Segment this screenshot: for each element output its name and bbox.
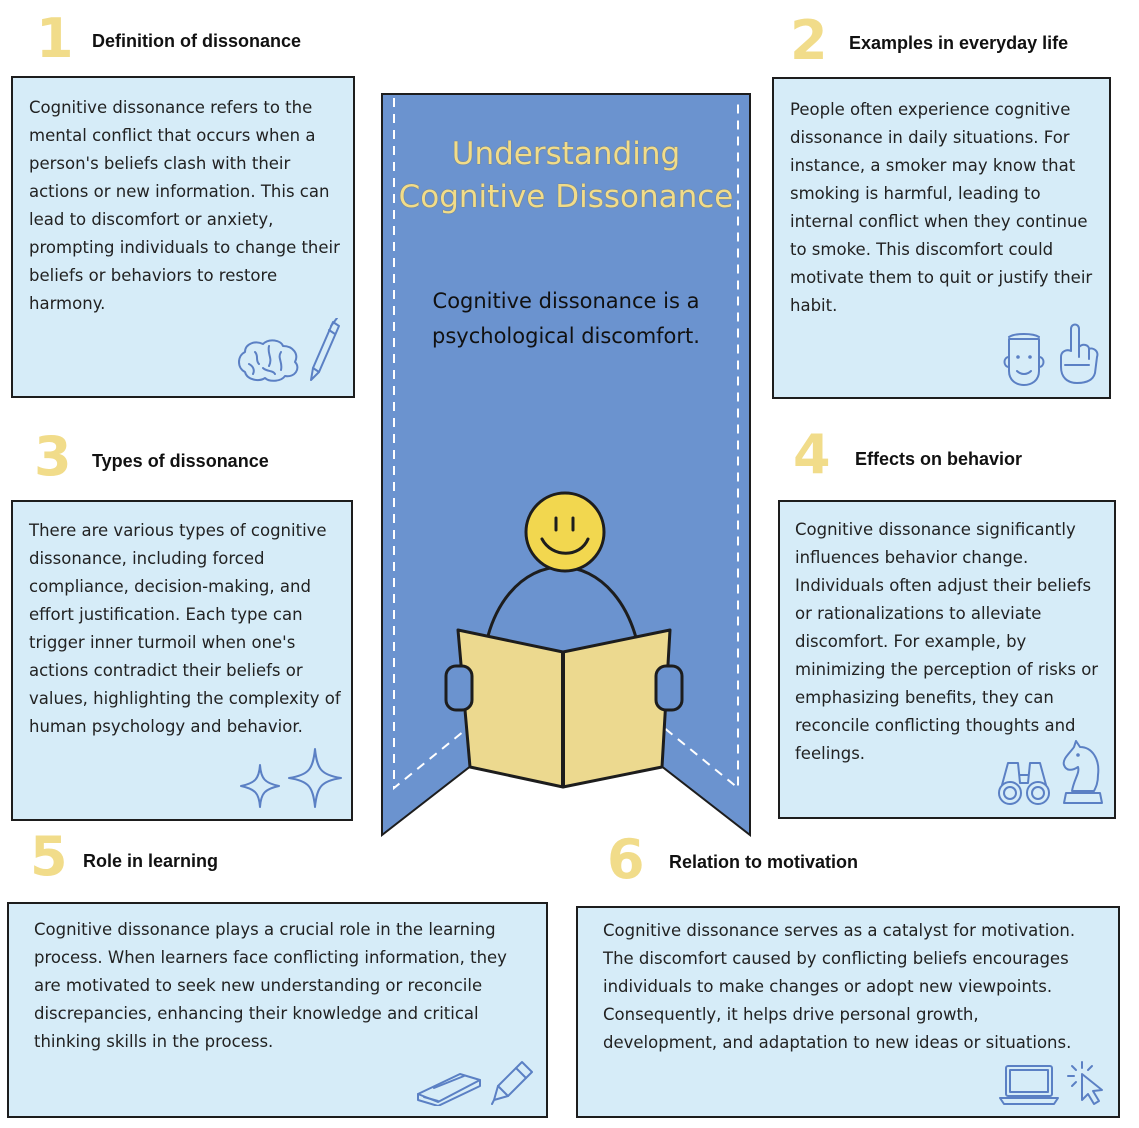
section-heading-1: Definition of dissonance [92,31,302,51]
book-icon [417,1073,481,1106]
person-reading-illustration [444,491,684,789]
face-icon [1003,333,1045,386]
section-card-3: There are various types of cognitive dis… [11,500,353,821]
section-text-1: Cognitive dissonance refers to the menta… [29,98,340,313]
banner-title-line-1: Understanding [451,136,681,172]
section-card-5: Cognitive dissonance plays a crucial rol… [7,902,548,1118]
section-icons-1 [235,318,343,384]
chess-knight-icon [1062,740,1103,804]
sparkle-icon [288,748,342,808]
foam-finger-icon [1060,323,1099,384]
section-number-3: 3 [34,425,72,488]
banner-title: Understanding Cognitive Dissonance [390,133,742,219]
section-card-4: Cognitive dissonance significantly influ… [778,500,1116,819]
section-number-4: 4 [793,423,831,486]
section-heading-3: Types of dissonance [92,451,269,471]
banner-subtitle: Cognitive dissonance is a psychological … [432,289,700,348]
binoculars-icon [998,762,1050,805]
section-heading-4: Effects on behavior [855,449,1023,469]
section-text-5: Cognitive dissonance plays a crucial rol… [34,920,507,1051]
pen-icon [310,318,340,381]
section-icons-5 [414,1060,534,1106]
section-number-5: 5 [30,825,68,888]
cursor-click-icon [1067,1061,1103,1105]
laptop-icon [999,1065,1059,1105]
section-card-1: Cognitive dissonance refers to the menta… [11,76,355,398]
section-number-6: 6 [607,828,645,891]
brain-icon [238,339,299,382]
highlighter-icon [491,1061,533,1105]
section-icons-6 [998,1060,1110,1106]
section-heading-6: Relation to motivation [669,852,858,872]
section-text-4: Cognitive dissonance significantly influ… [795,520,1099,763]
section-text-6: Cognitive dissonance serves as a catalys… [603,921,1076,1052]
section-text-2: People often experience cognitive disson… [790,100,1093,315]
section-text-3: There are various types of cognitive dis… [29,521,341,736]
section-heading-2: Examples in everyday life [849,33,1069,53]
section-card-6: Cognitive dissonance serves as a catalys… [576,906,1120,1118]
section-card-2: People often experience cognitive disson… [772,77,1111,399]
section-icons-2 [999,321,1101,387]
center-banner [381,93,751,837]
section-heading-5: Role in learning [83,851,219,871]
section-icons-3 [239,747,343,809]
banner-title-line-2: Cognitive Dissonance [398,179,734,215]
section-number-1: 1 [36,7,74,70]
section-icons-4 [996,739,1106,807]
section-number-2: 2 [790,9,828,72]
sparkle-icon [240,764,280,808]
